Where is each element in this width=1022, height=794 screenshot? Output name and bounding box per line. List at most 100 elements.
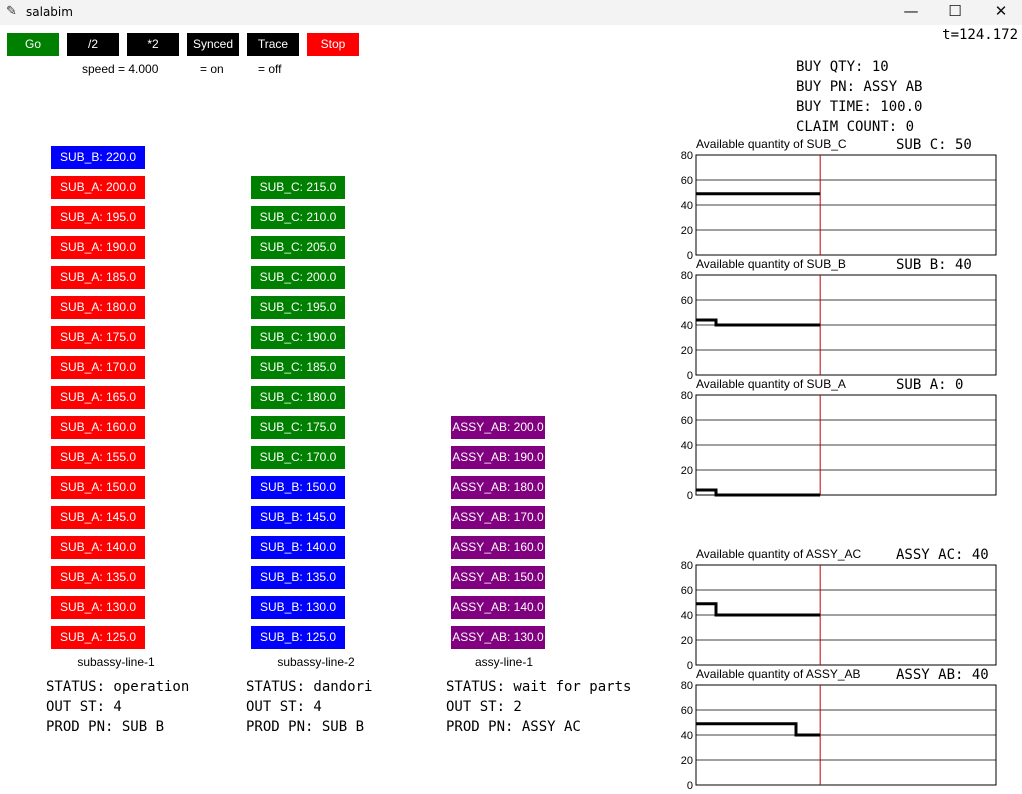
queue-item: SUB_A: 190.0	[51, 236, 145, 259]
queue-item: ASSY_AB: 180.0	[451, 476, 545, 499]
y-tick-label: 20	[681, 345, 693, 357]
queue-item: ASSY_AB: 140.0	[451, 596, 545, 619]
y-tick-label: 40	[681, 320, 693, 332]
series-line	[696, 318, 821, 327]
queue-item: SUB_B: 125.0	[251, 626, 345, 649]
queue-item: ASSY_AB: 150.0	[451, 566, 545, 589]
y-tick-label: 40	[681, 610, 693, 622]
trace-button[interactable]: Trace	[247, 33, 299, 56]
y-tick-label: 40	[681, 440, 693, 452]
y-tick-label: 60	[681, 295, 693, 307]
line-label: subassy-line-1	[77, 655, 155, 669]
queue-item: SUB_C: 205.0	[251, 236, 345, 259]
line-status: STATUS: wait for parts	[446, 679, 632, 695]
y-tick-label: 60	[681, 705, 693, 717]
go-button[interactable]: Go	[7, 33, 59, 56]
line-label: subassy-line-2	[277, 655, 355, 669]
synced-state-label: = on	[200, 62, 224, 76]
y-tick-label: 80	[681, 560, 693, 572]
double-speed-button[interactable]: *2	[127, 33, 179, 56]
chart-title: Available quantity of SUB_C	[696, 137, 847, 151]
half-speed-button[interactable]: /2	[67, 33, 119, 56]
chart-title: Available quantity of SUB_B	[696, 257, 846, 271]
queue-item: SUB_A: 140.0	[51, 536, 145, 559]
stop-button[interactable]: Stop	[307, 33, 359, 56]
chart-value: SUB B: 40	[896, 257, 972, 273]
close-button[interactable]: ✕	[994, 2, 1008, 20]
minimize-button[interactable]: —	[903, 2, 919, 20]
y-tick-label: 0	[687, 250, 693, 260]
chart-value: ASSY AC: 40	[896, 547, 989, 563]
y-tick-label: 0	[687, 780, 693, 790]
queue-item: SUB_C: 190.0	[251, 326, 345, 349]
series-line	[696, 488, 821, 497]
buy-time: BUY TIME: 100.0	[796, 99, 923, 115]
y-tick-label: 60	[681, 175, 693, 187]
maximize-button[interactable]: ☐	[948, 2, 962, 20]
queue-item: SUB_B: 135.0	[251, 566, 345, 589]
sim-time: t=124.172	[942, 27, 1018, 43]
queue-item: ASSY_AB: 190.0	[451, 446, 545, 469]
queue-item: SUB_B: 140.0	[251, 536, 345, 559]
queue-item: SUB_B: 130.0	[251, 596, 345, 619]
speed-label: speed = 4.000	[82, 62, 159, 76]
y-tick-label: 0	[687, 660, 693, 670]
series-line	[696, 722, 821, 737]
chart-value: ASSY AB: 40	[896, 667, 989, 683]
y-tick-label: 80	[681, 390, 693, 402]
queue-item: SUB_A: 165.0	[51, 386, 145, 409]
queue-item: SUB_C: 185.0	[251, 356, 345, 379]
y-tick-label: 20	[681, 635, 693, 647]
y-tick-label: 80	[681, 270, 693, 282]
line-out-st: OUT ST: 4	[246, 699, 322, 715]
queue-item: SUB_A: 200.0	[51, 176, 145, 199]
line-out-st: OUT ST: 2	[446, 699, 522, 715]
queue-item: SUB_C: 175.0	[251, 416, 345, 439]
queue-item: SUB_A: 125.0	[51, 626, 145, 649]
line-prod-pn: PROD PN: ASSY AC	[446, 719, 581, 735]
queue-item: ASSY_AB: 170.0	[451, 506, 545, 529]
queue-item: SUB_C: 215.0	[251, 176, 345, 199]
line-out-st: OUT ST: 4	[46, 699, 122, 715]
queue-item: SUB_A: 135.0	[51, 566, 145, 589]
line-status: STATUS: operation	[46, 679, 190, 695]
y-tick-label: 40	[681, 200, 693, 212]
queue-item: SUB_C: 200.0	[251, 266, 345, 289]
queue-item: ASSY_AB: 130.0	[451, 626, 545, 649]
y-tick-label: 60	[681, 585, 693, 597]
queue-item: ASSY_AB: 200.0	[451, 416, 545, 439]
y-tick-label: 40	[681, 730, 693, 742]
y-tick-label: 60	[681, 415, 693, 427]
line-status: STATUS: dandori	[246, 679, 373, 695]
window-title: salabim	[26, 5, 73, 19]
series-line	[696, 602, 821, 617]
queue-item: SUB_C: 210.0	[251, 206, 345, 229]
chart-value: SUB C: 50	[896, 137, 972, 153]
queue-item: SUB_A: 175.0	[51, 326, 145, 349]
queue-item: SUB_A: 145.0	[51, 506, 145, 529]
chart-title: Available quantity of ASSY_AC	[696, 547, 862, 561]
chart-plot: 0 20 40 60 80	[681, 560, 997, 670]
queue-item: SUB_A: 195.0	[51, 206, 145, 229]
queue-item: SUB_C: 170.0	[251, 446, 345, 469]
synced-button[interactable]: Synced	[187, 33, 239, 56]
queue-item: SUB_A: 180.0	[51, 296, 145, 319]
queue-item: SUB_A: 150.0	[51, 476, 145, 499]
queue-item: SUB_A: 130.0	[51, 596, 145, 619]
claim-count: CLAIM COUNT: 0	[796, 119, 915, 135]
buy-qty: BUY QTY: 10	[796, 59, 889, 75]
queue-item: SUB_B: 150.0	[251, 476, 345, 499]
y-tick-label: 80	[681, 150, 693, 162]
queue-item: SUB_B: 220.0	[51, 146, 145, 169]
queue-item: SUB_A: 170.0	[51, 356, 145, 379]
queue-item: SUB_B: 145.0	[251, 506, 345, 529]
chart-title: Available quantity of SUB_A	[696, 377, 846, 391]
